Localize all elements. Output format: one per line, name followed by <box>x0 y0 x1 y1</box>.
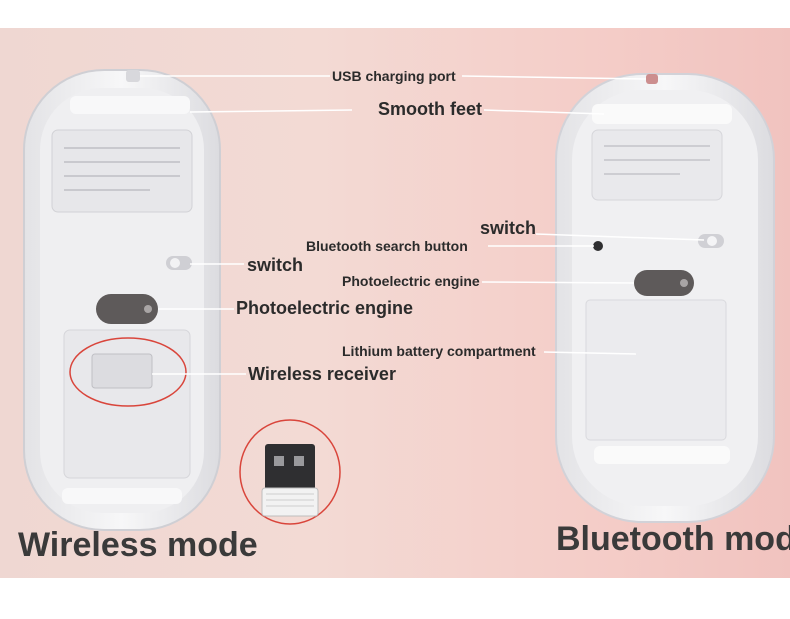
optical-sensor-right <box>634 270 694 296</box>
receiver-highlight-circle <box>69 337 187 407</box>
leader-lines <box>140 75 705 375</box>
battery-compartment <box>585 299 727 441</box>
usb-charging-port-label: USB charging port <box>332 68 456 84</box>
usb-port-right <box>646 74 658 84</box>
smooth-feet-bottom-right <box>594 446 730 464</box>
smooth-feet-label: Smooth feet <box>378 99 483 119</box>
optical-sensor-left <box>96 294 158 324</box>
switch-label-left: switch <box>247 255 304 275</box>
bluetooth-mouse-bottom <box>555 73 775 523</box>
smooth-feet-top-right <box>592 104 732 124</box>
bluetooth-search-button-dot <box>593 241 603 251</box>
bluetooth-mode-caption: Bluetooth mode <box>556 520 790 558</box>
wireless-receiver-label: Wireless receiver <box>248 364 396 384</box>
wireless-mouse-bottom <box>23 69 221 531</box>
smooth-feet-top-left <box>70 96 190 114</box>
bluetooth-search-button-label: Bluetooth search button <box>306 238 468 254</box>
receiver-compartment <box>63 329 191 479</box>
usb-receiver-dongle <box>239 419 341 525</box>
wireless-receiver-slot <box>91 353 153 389</box>
lithium-battery-compartment-label: Lithium battery compartment <box>342 343 536 359</box>
wireless-mode-caption: Wireless mode <box>18 526 258 564</box>
smooth-feet-bottom-left <box>62 488 182 504</box>
photoelectric-engine-label-left: Photoelectric engine <box>236 298 414 318</box>
switch-label-right: switch <box>480 218 537 238</box>
photoelectric-engine-label-right: Photoelectric engine <box>342 273 480 289</box>
usb-port-left <box>126 70 140 82</box>
